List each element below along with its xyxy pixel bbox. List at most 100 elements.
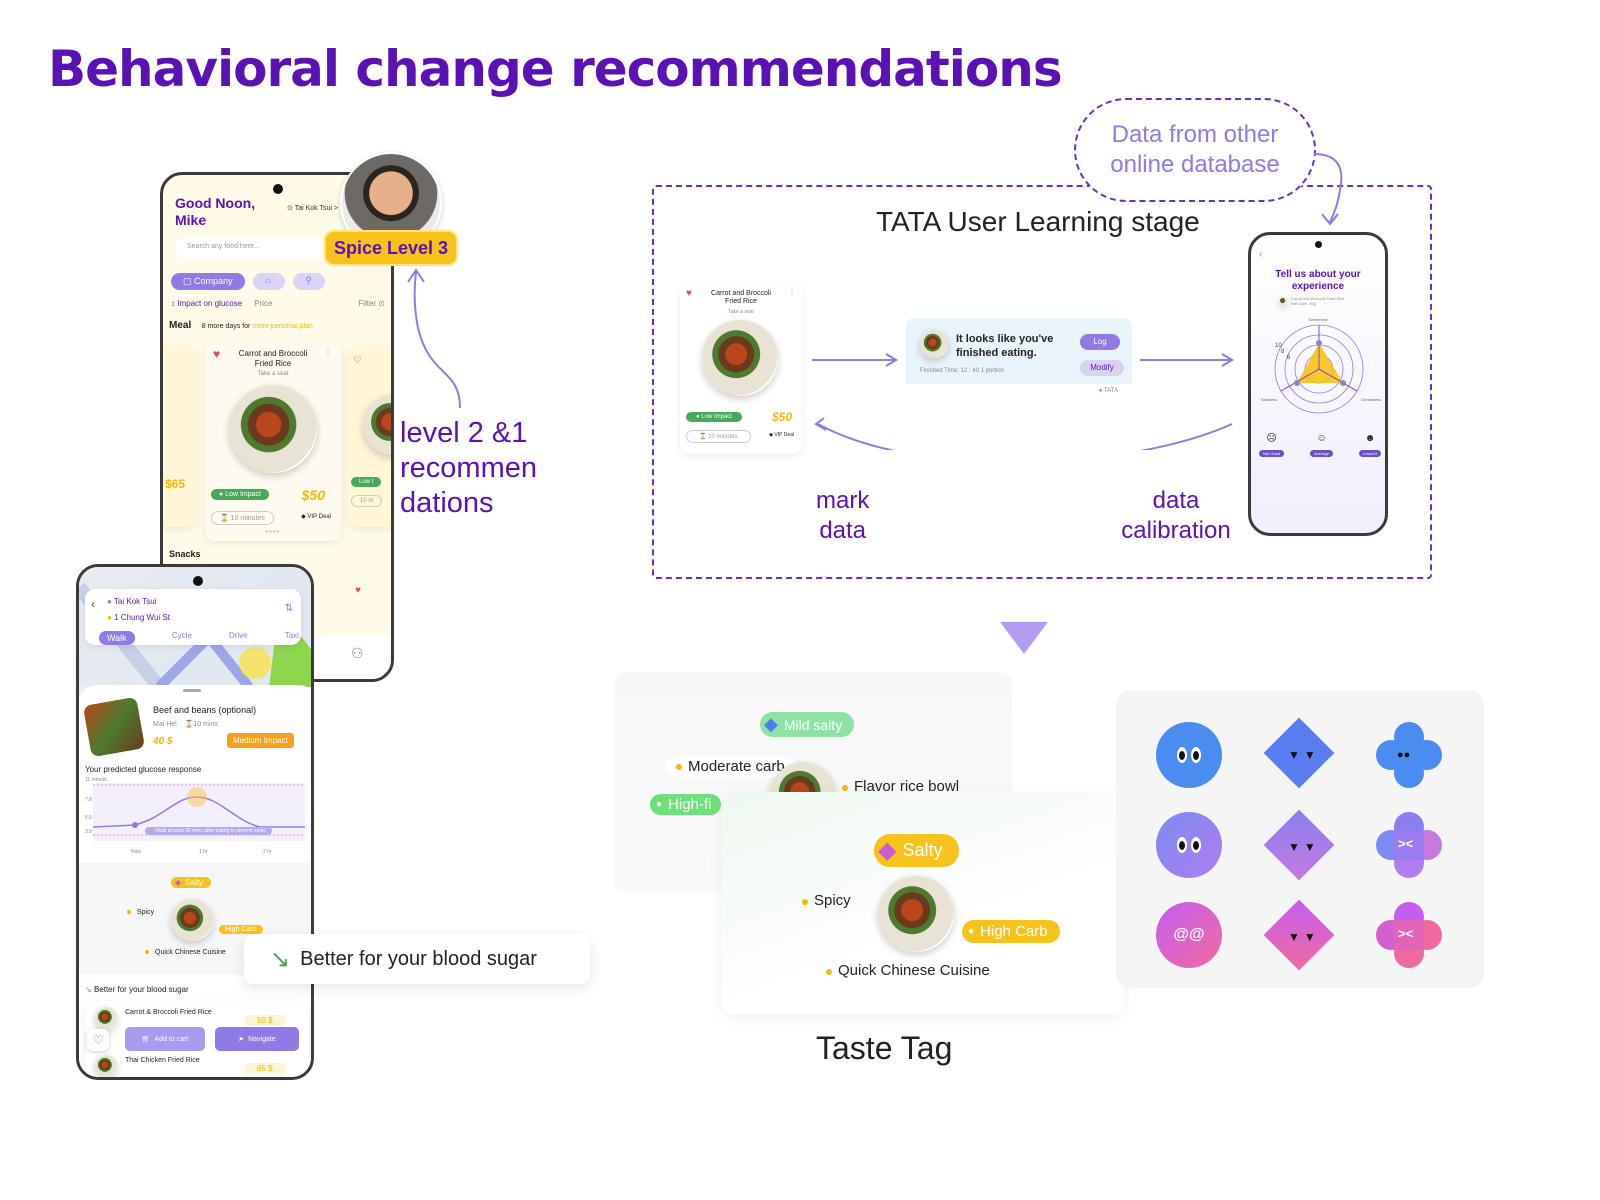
sort-glucose-label: Impact on glucose <box>177 299 243 308</box>
route-to[interactable]: ● 1 Chung Wui St <box>107 613 170 622</box>
exp-dish-thumb <box>1279 297 1287 305</box>
filter-tabs: ▢ Company ⌂ ⚲ <box>171 273 325 290</box>
next-favorite-icon[interactable]: ♡ <box>353 355 362 366</box>
tab-outdoor[interactable]: ⚲ <box>292 273 325 290</box>
next-impact-label: Low I <box>359 479 374 485</box>
rec-favorite-icon[interactable]: ♡ <box>87 1029 109 1051</box>
sort-glucose[interactable]: ↕ Impact on glucose <box>171 299 243 308</box>
meal-card-next[interactable]: ♡ Low I 10 m <box>347 347 391 527</box>
prev-price: $65 <box>165 477 186 491</box>
detail-dish-title: Beef and beans (optional) <box>153 705 257 715</box>
mark-line-2: data <box>819 517 867 544</box>
detail-impact-badge: Medium Impact <box>227 733 294 748</box>
rating-loved[interactable]: ☻ Loved it <box>1358 433 1381 457</box>
route-from[interactable]: ● Tai Kok Tsui <box>107 597 156 606</box>
mode-walk[interactable]: Walk <box>99 631 135 645</box>
favorite-icon[interactable]: ♥ <box>213 347 221 361</box>
notif-log-button[interactable]: Log <box>1080 334 1120 350</box>
snack-favorite-icon[interactable]: ♥ <box>355 585 361 596</box>
notif-modify-button[interactable]: Modify <box>1080 360 1124 376</box>
spice-level-badge: Spice Level 3 <box>324 230 458 266</box>
learning-dish-image <box>702 320 778 396</box>
search-input[interactable]: Search any food here... <box>175 237 325 259</box>
snacks-label: Snacks <box>169 549 201 559</box>
pink-flower-face-icon: >< <box>1376 902 1442 968</box>
taste-tag-label: Taste Tag <box>816 1030 953 1066</box>
radar-tick-6: 6 <box>1287 355 1291 361</box>
calibration-line-1: data <box>1152 487 1200 514</box>
learning-time-badge: ⌛ 10 minutes <box>686 430 751 443</box>
navigate-button[interactable]: ➤Navigate <box>215 1027 299 1051</box>
from-dot-icon: ● <box>107 597 112 606</box>
rec1-image <box>95 1007 117 1029</box>
location-selector[interactable]: ⊙ Tai Kok Tsui > <box>287 204 338 212</box>
front-dish-image <box>878 876 954 952</box>
calibration-line-2: calibration <box>1121 517 1231 544</box>
down-arrow-icon <box>1000 622 1048 654</box>
level-arrow <box>407 268 461 409</box>
tag-moderate-carb: Moderate carb <box>666 756 795 777</box>
radar-label-right: Greasiness <box>1361 397 1382 402</box>
learning-time-label: 10 minutes <box>708 434 738 440</box>
dish-name-2: Fried Rice <box>254 359 292 368</box>
sort-price[interactable]: Price <box>254 299 273 308</box>
learning-food-card: ♥ ⋮ Carrot and Broccoli Fried Rice Take … <box>680 284 802 454</box>
dish-image <box>229 385 317 473</box>
learning-more-icon[interactable]: ⋮ <box>788 288 796 297</box>
notif-line-1: It looks like you've <box>956 333 1054 345</box>
rating-not-good-label: Not Good <box>1259 450 1285 457</box>
moderate-carb-label: Moderate carb <box>688 758 785 775</box>
meal-card-prev[interactable]: $65 <box>163 347 197 527</box>
notif-brand: ● TATA <box>906 384 1132 400</box>
glucose-y-1: 7.8 <box>85 797 92 803</box>
finished-eating-notification[interactable]: It looks like you've finished eating. Lo… <box>906 318 1132 400</box>
mode-taxi[interactable]: Taxi <box>284 631 299 640</box>
learning-stage-frame <box>652 185 1432 579</box>
rating-not-good[interactable]: ☹ Not Good <box>1259 433 1285 457</box>
glucose-title: Your predicted glucose response <box>85 765 202 774</box>
vip-label: VIP Deal <box>307 514 331 520</box>
trend-down-icon: ↘ <box>85 985 92 994</box>
recommendation-list: Carrot & Broccoli Fried Rice 50 $ ♡ 🛒︎Ad… <box>85 1001 309 1077</box>
mode-cycle[interactable]: Cycle <box>171 631 192 640</box>
search-placeholder: Search any food here... <box>187 243 260 250</box>
more-icon[interactable]: ⋮ <box>323 347 333 358</box>
profile-nav-icon[interactable]: ⚇ <box>351 645 364 661</box>
spicy-dot-icon-large <box>802 899 808 905</box>
mode-drive[interactable]: Drive <box>228 631 248 640</box>
glucose-curve <box>92 783 305 841</box>
glucose-x-2: 1 hr <box>199 849 208 855</box>
dish-thumb <box>82 696 146 758</box>
purple-circle-face-icon <box>1156 812 1222 878</box>
radar-tick-8: 8 <box>1281 349 1285 355</box>
impact-label: Low Impact <box>225 491 261 498</box>
meal-plan-link[interactable]: more personal plan <box>252 323 313 330</box>
meal-card[interactable]: ♥ ⋮ Carrot and Broccoli Fried Rice Take … <box>205 341 341 541</box>
level-line-3: dations <box>400 487 494 519</box>
tab-company[interactable]: ▢ Company <box>171 273 245 290</box>
add-to-cart-button[interactable]: 🛒︎Add to cart <box>125 1027 205 1051</box>
blue-diamond-eyes: ▼▼ <box>1288 748 1320 762</box>
mini-tag-cuisine: Quick Chinese Cuisine <box>145 949 226 956</box>
high-fi-dot-icon: ● <box>656 799 663 810</box>
user-name: Mike <box>175 212 207 228</box>
mini-tag-high-carb: High Carb <box>219 925 263 934</box>
notif-brand-text: TATA <box>1104 388 1118 394</box>
exp-back-icon[interactable]: ‹ <box>1259 249 1263 260</box>
rec2-name[interactable]: Thai Chicken Fried Rice <box>125 1057 200 1064</box>
tab-home[interactable]: ⌂ <box>252 273 285 290</box>
back-icon[interactable]: ‹ <box>91 597 95 611</box>
taste-front-card: ◆Salty Spicy ●High Carb Quick Chinese Cu… <box>722 792 1124 1014</box>
rec1-name[interactable]: Carrot & Broccoli Fried Rice <box>125 1009 212 1016</box>
cuisine-label: Quick Chinese Cuisine <box>838 962 990 979</box>
sheet-handle[interactable] <box>183 689 201 692</box>
next-dish-image <box>363 395 391 455</box>
filter-button[interactable]: Filter ⊙ <box>358 299 385 308</box>
radar-tick-10: 10 <box>1275 343 1282 349</box>
learning-favorite-icon[interactable]: ♥ <box>686 288 692 299</box>
learning-vip: ◆ VIP Deal <box>769 432 794 438</box>
rating-average[interactable]: ☺ Average <box>1310 433 1333 457</box>
swap-icon[interactable]: ⇅ <box>284 603 293 614</box>
exp-rating-row: ☹ Not Good ☺ Average ☻ Loved it <box>1259 433 1381 457</box>
high-carb-dot-icon: ● <box>968 926 975 937</box>
